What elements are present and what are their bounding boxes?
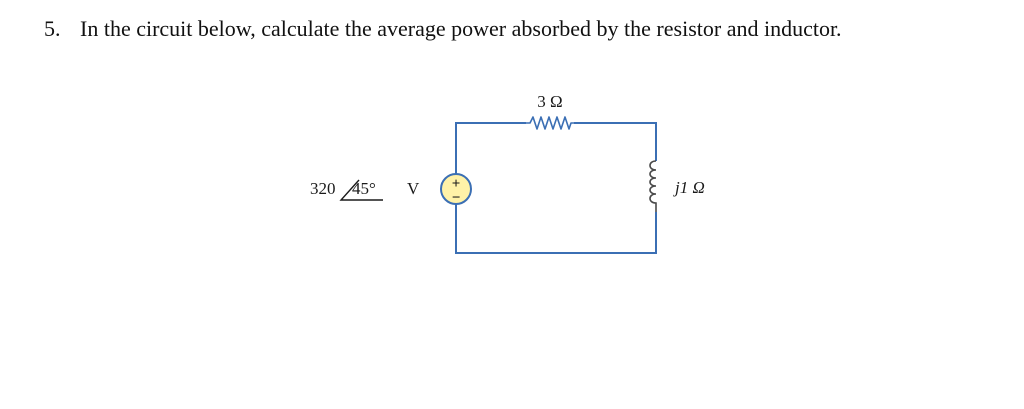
wires <box>455 122 657 254</box>
question-number: 5. <box>44 16 61 41</box>
wire-bottom <box>455 204 657 254</box>
source-magnitude: 320 <box>310 179 336 198</box>
wire-top-left <box>455 122 526 174</box>
wire-top-right <box>574 122 657 161</box>
source-unit: V <box>407 179 420 198</box>
resistor-label: 3 Ω <box>537 92 562 111</box>
question-text: In the circuit below, calculate the aver… <box>80 16 842 41</box>
inductor-label: j1 Ω <box>673 178 705 197</box>
source-plus-sign: + <box>452 176 461 192</box>
resistor-symbol <box>526 116 574 130</box>
source-angle: 45° <box>352 179 376 198</box>
inductor-symbol <box>649 160 657 212</box>
voltage-source-circle <box>440 173 472 205</box>
phasor-angle-symbol <box>339 179 383 201</box>
source-minus-sign: − <box>452 190 461 206</box>
question: 5. In the circuit below, calculate the av… <box>44 14 842 44</box>
voltage-source: + − <box>440 173 472 206</box>
